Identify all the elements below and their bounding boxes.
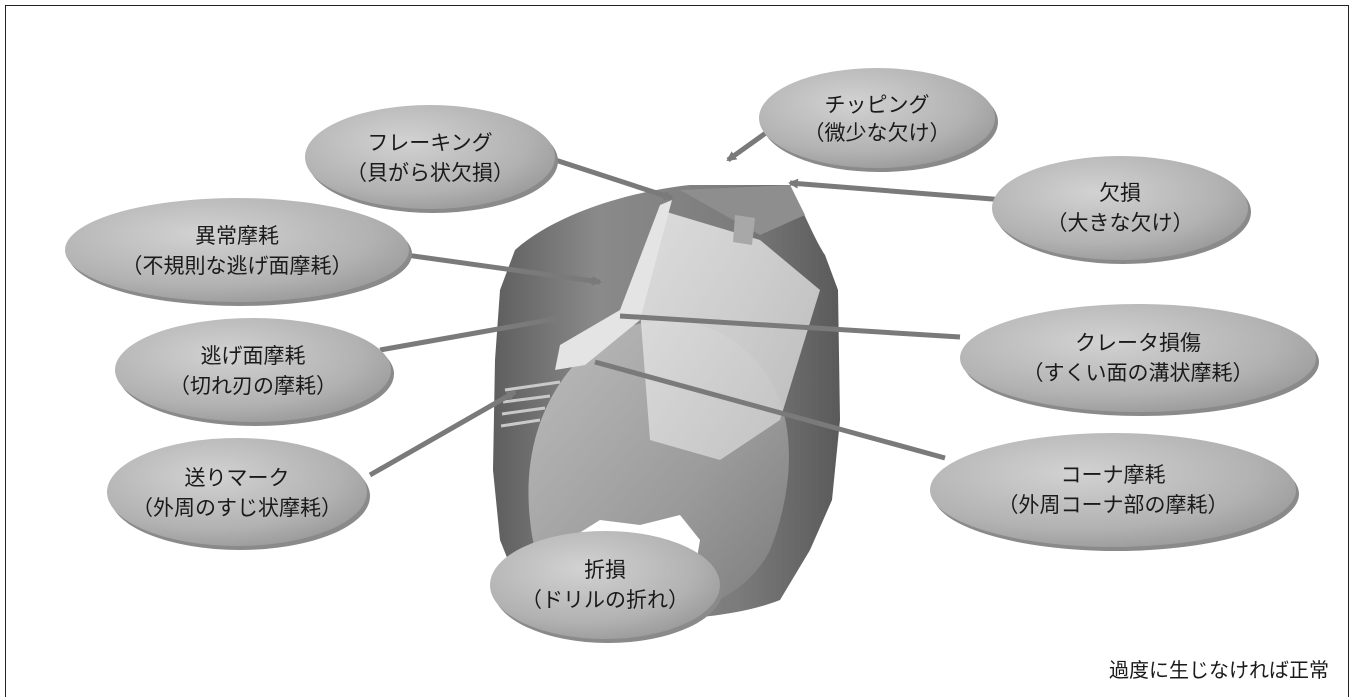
feed-mark-label-1: 送りマーク bbox=[185, 466, 290, 490]
bubble-flank-wear: 逃げ面摩耗 （切れ刃の摩耗） bbox=[115, 318, 394, 426]
feed-mark-arrow bbox=[368, 389, 517, 478]
bubble-abnormal-wear: 異常摩耗 （不規則な逃げ面摩耗） bbox=[65, 198, 412, 306]
breakage-label-2: （ドリルの折れ） bbox=[521, 588, 689, 612]
corner-wear-label-2: （外周コーナ部の摩耗） bbox=[998, 493, 1229, 517]
crater-wear-line bbox=[619, 313, 961, 340]
flank-wear-label-1: 逃げ面摩耗 bbox=[201, 344, 306, 368]
fracture-label-1: 欠損 bbox=[1099, 181, 1141, 205]
crater-wear-label-1: クレータ損傷 bbox=[1075, 331, 1201, 355]
corner-wear-label-1: コーナ摩耗 bbox=[1061, 463, 1166, 487]
drill-cutting-edge bbox=[555, 200, 672, 370]
chipping-arrow bbox=[726, 127, 772, 163]
drill-top-face bbox=[680, 185, 805, 235]
bubble-corner-wear: コーナ摩耗 （外周コーナ部の摩耗） bbox=[930, 433, 1299, 551]
bubble-fracture: 欠損 （大きな欠け） bbox=[992, 156, 1251, 264]
drill-notch bbox=[733, 215, 755, 245]
fracture-arrow bbox=[788, 178, 1006, 203]
abnormal-wear-label-2: （不規則な逃げ面摩耗） bbox=[122, 254, 353, 278]
chipping-label-2: （微少な欠け） bbox=[804, 121, 951, 145]
flaking-label-2: （貝がら状欠損） bbox=[346, 161, 514, 185]
bubble-crater-wear: クレータ損傷 （すくい面の溝状摩耗） bbox=[960, 304, 1319, 416]
chipping-label-1: チッピング bbox=[825, 93, 930, 117]
flaking-label-1: フレーキング bbox=[367, 131, 492, 155]
drill-cutting-face bbox=[640, 210, 820, 460]
crater-wear-label-2: （すくい面の溝状摩耗） bbox=[1023, 361, 1254, 385]
bubble-chipping: チッピング （微少な欠け） bbox=[759, 68, 998, 172]
feed-mark-label-2: （外周のすじ状摩耗） bbox=[132, 496, 342, 520]
flaking-arrow bbox=[539, 152, 674, 201]
footnote-normal-if-not-excessive: 過度に生じなければ正常 bbox=[1109, 658, 1329, 682]
breakage-label-1: 折損 bbox=[584, 558, 626, 582]
bubble-feed-mark: 送りマーク （外周のすじ状摩耗） bbox=[107, 438, 370, 550]
abnormal-wear-label-1: 異常摩耗 bbox=[195, 224, 279, 248]
bubble-flaking: フレーキング （貝がら状欠損） bbox=[305, 105, 558, 213]
bubble-breakage: 折損 （ドリルの折れ） bbox=[490, 531, 723, 643]
flank-wear-label-2: （切れ刃の摩耗） bbox=[169, 374, 337, 398]
flank-wear-arrow bbox=[379, 314, 562, 353]
corner-wear-line bbox=[594, 359, 946, 461]
figure-frame bbox=[5, 5, 1349, 697]
drill-feed-marks bbox=[500, 380, 561, 428]
fracture-label-2: （大きな欠け） bbox=[1047, 211, 1194, 235]
